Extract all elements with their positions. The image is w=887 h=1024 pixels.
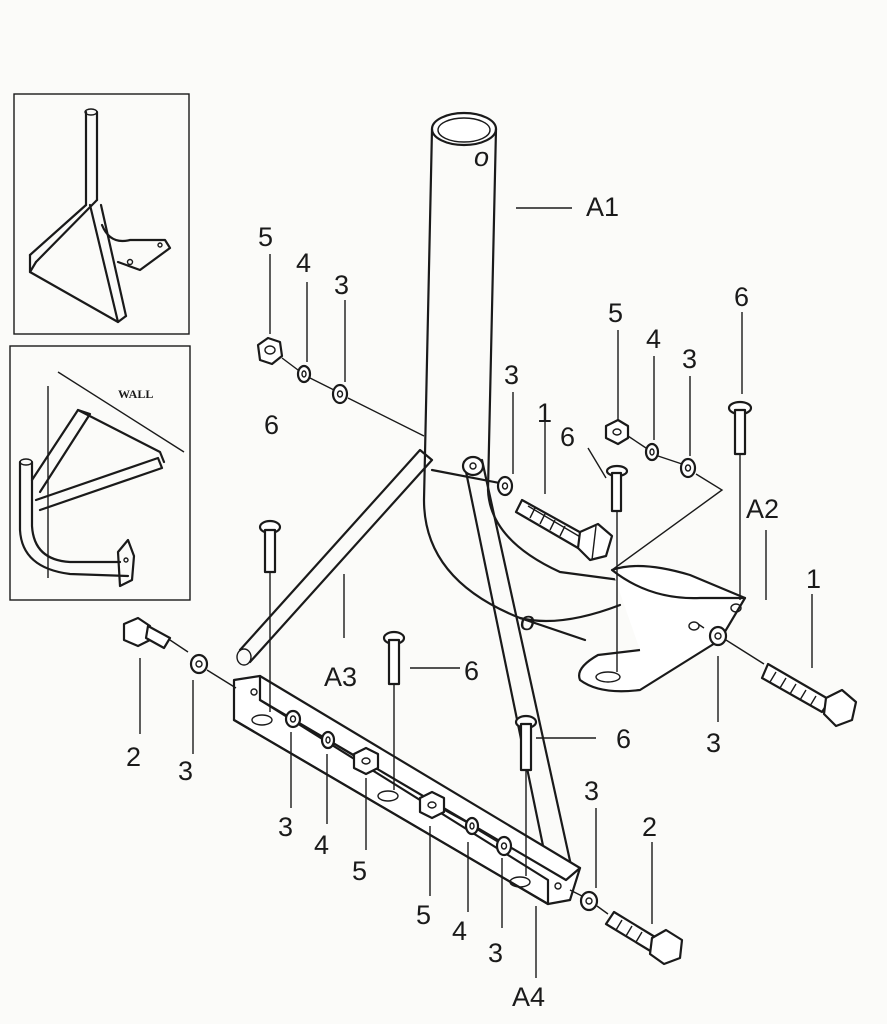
label-bolt-1-right: 1 [806,564,821,594]
mast-a1: o [422,111,622,642]
label-nut-5-c: 5 [352,856,367,886]
label-lockwasher-4-c: 4 [314,830,329,860]
label-bolt-1-top: 1 [537,398,552,428]
hardware-top-left [256,336,425,437]
label-bolt-6-b: 6 [560,422,575,452]
label-a3: A3 [324,662,357,692]
hex-bolt-right [697,623,858,728]
label-nut-5-d: 5 [416,900,431,930]
hardware-top-right [496,418,724,571]
carriage-bolt-mid-base [382,630,406,790]
label-nut-5-a: 5 [258,222,273,252]
label-a1: A1 [586,192,619,222]
label-bolt-6-d: 6 [464,656,479,686]
label-washer-3-b: 3 [504,360,519,390]
carriage-bolt-top-right [727,400,753,600]
label-washer-3-h: 3 [584,776,599,806]
label-bolt-2-left: 2 [126,742,141,772]
svg-text:o: o [520,606,535,636]
label-lockwasher-4-b: 4 [646,324,661,354]
strut-a3 [236,448,512,666]
label-washer-3-g: 3 [488,938,503,968]
hex-bolt-bottom [569,889,684,966]
label-bolt-6-c: 6 [264,410,279,440]
carriage-bolt-left [258,519,282,712]
carriage-bolt-right-base [514,714,538,876]
label-bolt-2-bottom: 2 [642,812,657,842]
label-washer-3-e: 3 [178,756,193,786]
strut-front [461,455,574,872]
label-washer-3-d: 3 [706,728,721,758]
label-lockwasher-4-a: 4 [296,248,311,278]
inset-wall-label: WALL [118,387,153,401]
part-labels: A1 A2 A3 A4 1 1 2 2 3 3 3 3 3 3 3 3 4 4 … [126,192,821,1012]
label-washer-3-f: 3 [278,812,293,842]
base-hardware-left [284,709,380,776]
label-a4: A4 [512,982,545,1012]
base-hardware-right [418,790,513,857]
label-lockwasher-4-d: 4 [452,916,467,946]
hex-bolt-left [122,616,237,689]
inset-floor-mount [13,93,190,335]
label-bolt-6-e: 6 [616,724,631,754]
label-washer-3-a: 3 [334,270,349,300]
label-nut-5-b: 5 [608,298,623,328]
label-a2: A2 [746,494,779,524]
inset-wall-mount: WALL [9,345,191,601]
carriage-bolt-center [605,464,629,672]
label-bolt-6-a: 6 [734,282,749,312]
label-washer-3-c: 3 [682,344,697,374]
foot-bracket-a2: o [518,564,747,693]
base-channel-a4 [232,674,582,906]
svg-text:o: o [474,142,489,172]
